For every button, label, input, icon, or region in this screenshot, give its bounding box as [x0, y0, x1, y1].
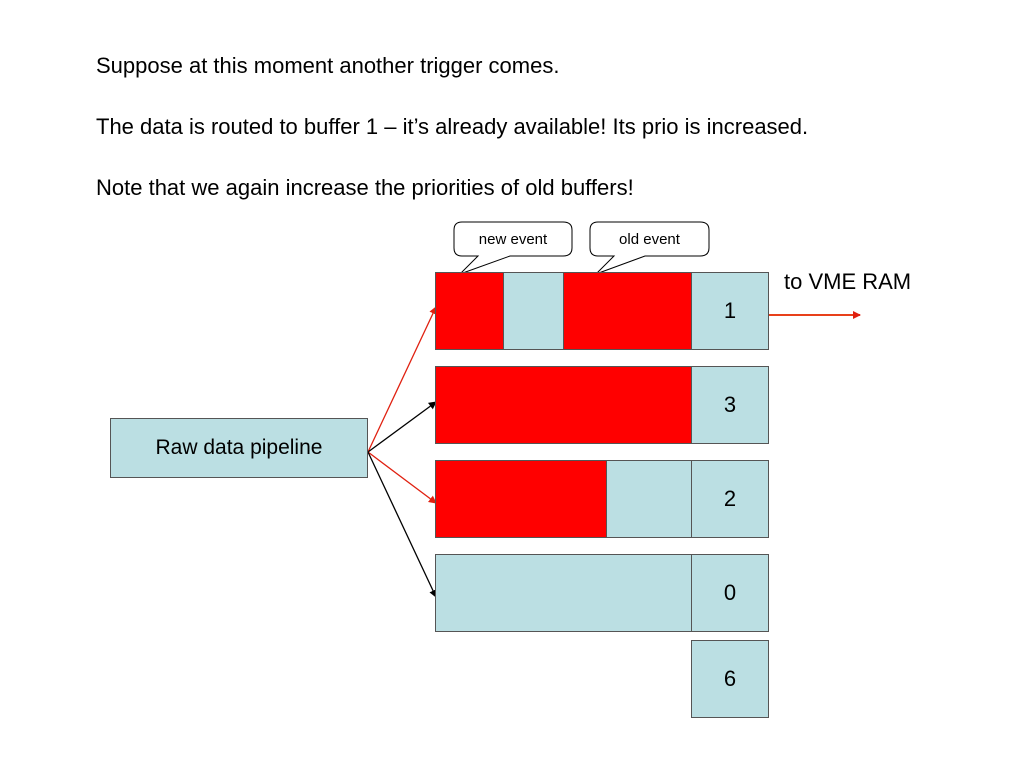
old-event-callout [589, 221, 710, 275]
buffer-0-priority: 0 [723, 580, 737, 605]
buffer-3-priority-cell: 3 [691, 366, 769, 444]
intro-text-line-3: Note that we again increase the prioriti… [96, 175, 634, 200]
buffer-2-priority: 2 [723, 486, 737, 511]
buffer-1-priority-cell: 1 [691, 272, 769, 350]
arrow-to-buffer-1 [367, 306, 437, 453]
pipeline-label: Raw data pipeline [155, 436, 323, 459]
buffer-1-segment-filled-new [435, 272, 504, 350]
buffer-2-priority-cell: 2 [691, 460, 769, 538]
buffer-2-segment-filled [435, 460, 607, 538]
output-label: to VME RAM [784, 269, 912, 294]
new-event-callout [453, 221, 573, 275]
arrow-to-buffer-2 [367, 451, 437, 504]
buffer-3-priority: 3 [723, 392, 737, 417]
spare-buffer-priority-cell: 6 [691, 640, 769, 718]
raw-data-pipeline-box: Raw data pipeline [110, 418, 368, 478]
old-event-label: old event [619, 231, 680, 248]
buffer-2-segment-empty [606, 460, 692, 538]
buffer-3-segment-filled [435, 366, 692, 444]
new-event-label: new event [478, 231, 548, 248]
spare-buffer-priority: 6 [723, 666, 737, 691]
buffer-1-segment-filled-old [563, 272, 692, 350]
intro-text-line-1: Suppose at this moment another trigger c… [96, 53, 560, 78]
buffer-0-segment-empty [435, 554, 692, 632]
arrow-to-buffer-0 [367, 451, 437, 598]
intro-text-line-2: The data is routed to buffer 1 – it’s al… [96, 114, 809, 139]
buffer-1-segment-empty [503, 272, 564, 350]
arrow-to-buffer-3 [367, 401, 437, 453]
buffer-1-priority: 1 [723, 298, 737, 323]
buffer-0-priority-cell: 0 [691, 554, 769, 632]
